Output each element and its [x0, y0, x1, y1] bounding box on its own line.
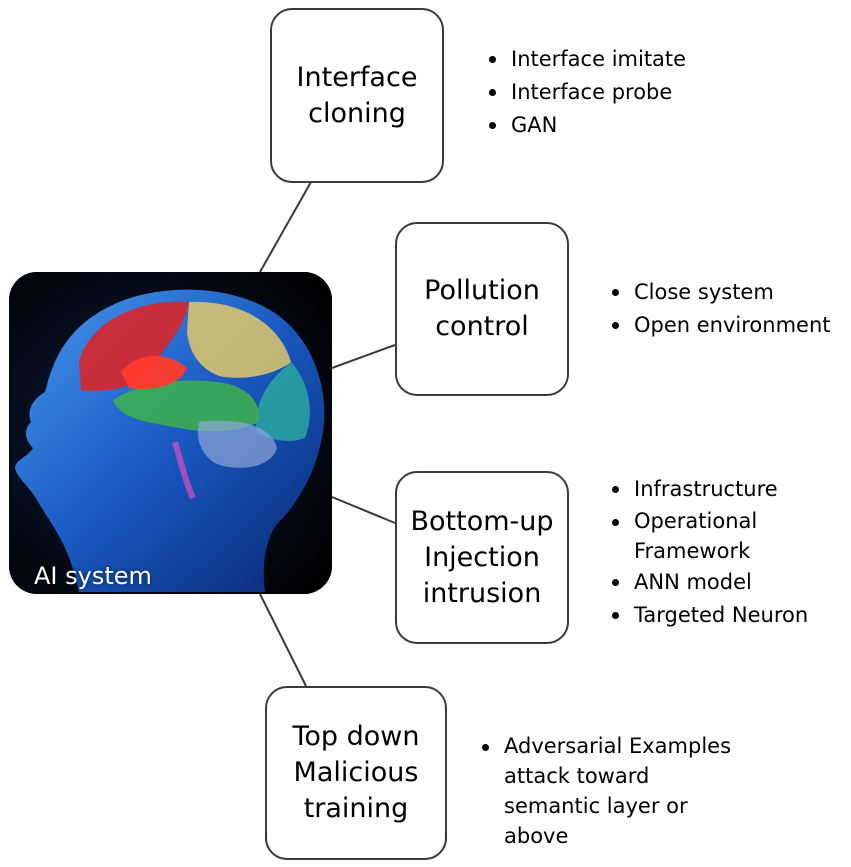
- connector-pollution-control: [331, 344, 396, 369]
- bullet-item: Close system: [610, 276, 831, 309]
- ai-system-label: AI system: [34, 562, 152, 590]
- bullet-item: Interface imitate: [487, 43, 686, 76]
- top-down-malicious-box: Top down Malicious training: [265, 686, 447, 860]
- bullet-item: Interface probe: [487, 76, 686, 109]
- pollution-control-title: Pollution control: [424, 275, 540, 342]
- bullet-item: GAN: [487, 109, 686, 142]
- ai-system-image: [9, 272, 332, 594]
- top-down-malicious-title: Top down Malicious training: [292, 721, 420, 824]
- interface-cloning-bullets: Interface imitate Interface probe GAN: [487, 43, 686, 142]
- connector-bottom-up: [331, 496, 396, 524]
- pollution-control-box: Pollution control: [395, 222, 569, 396]
- interface-cloning-box: Interface cloning: [270, 8, 444, 183]
- pollution-control-bullets: Close system Open environment: [610, 276, 831, 342]
- connector-interface-cloning: [259, 181, 312, 273]
- bullet-item: ANN model: [610, 566, 808, 599]
- connector-top-down: [259, 593, 307, 687]
- bottom-up-injection-box: Bottom-up Injection intrusion: [395, 471, 569, 644]
- top-down-malicious-bullets: Adversarial Examples attack toward seman…: [480, 731, 800, 851]
- interface-cloning-title: Interface cloning: [296, 61, 418, 129]
- bullet-item: Infrastructure: [610, 473, 808, 506]
- bullet-item: Operational Framework: [610, 506, 808, 566]
- bullet-item: Targeted Neuron: [610, 599, 808, 632]
- bottom-up-injection-bullets: Infrastructure Operational Framework ANN…: [610, 473, 808, 632]
- human-head-brain-illustration: [9, 272, 332, 594]
- bullet-item: Open environment: [610, 309, 831, 342]
- bullet-item: Adversarial Examples attack toward seman…: [480, 731, 800, 851]
- bottom-up-injection-title: Bottom-up Injection intrusion: [410, 505, 554, 609]
